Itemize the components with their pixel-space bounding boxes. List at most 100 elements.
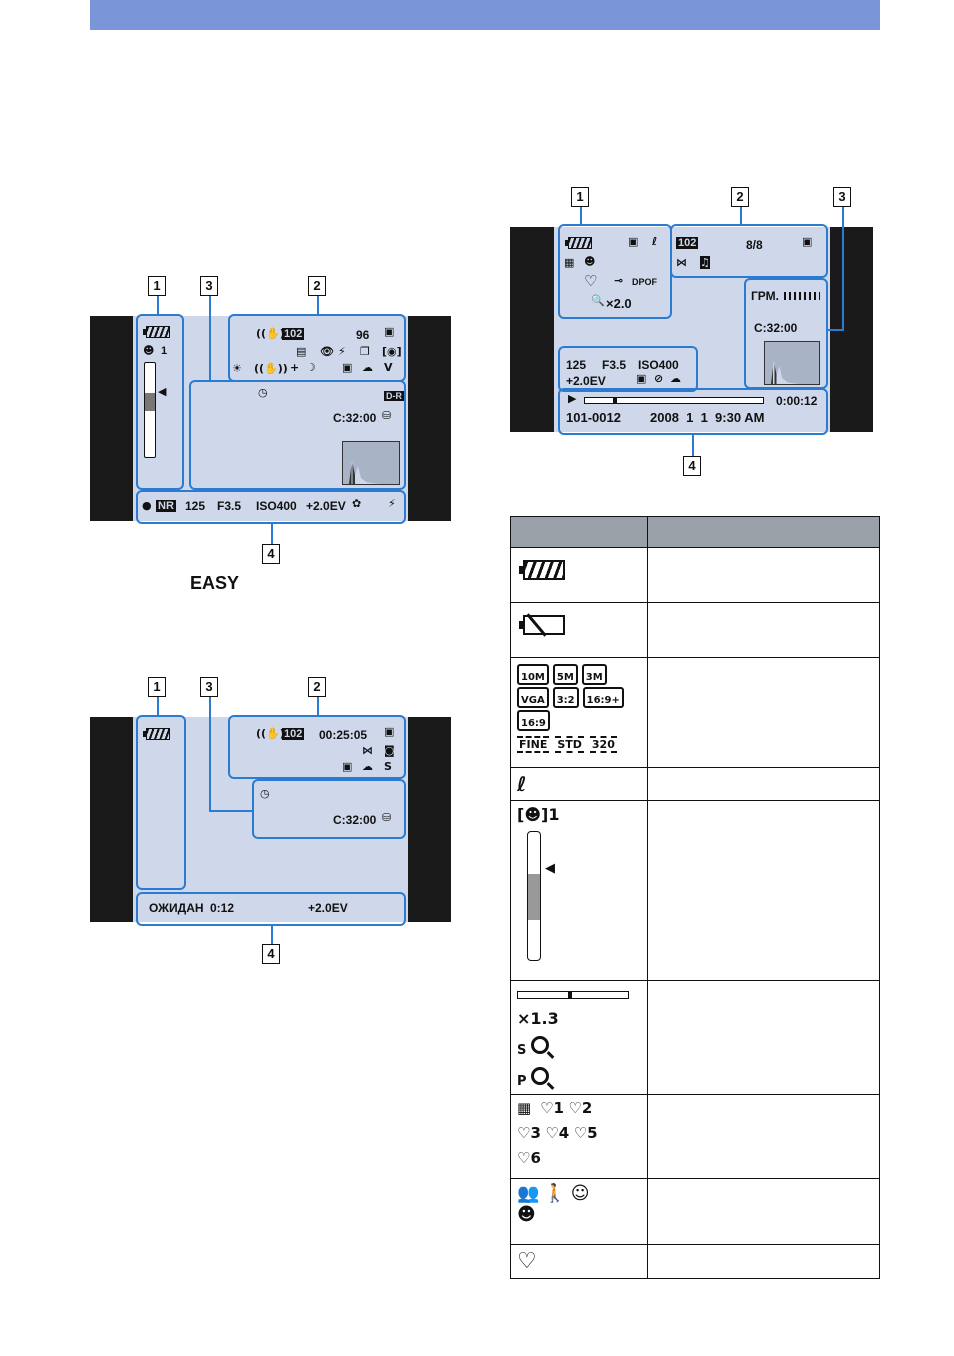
group-1-movie [136, 715, 186, 890]
image-size-vga-icon: ▣ [628, 235, 639, 248]
memory-full-icon: ⛁ [382, 409, 392, 422]
smile-shutter-icon: ☀ [232, 362, 242, 375]
quality-icon: ℓ [652, 235, 658, 248]
movie-std-icon: STD [555, 736, 584, 753]
exposure-value-play: +2.0EV [566, 374, 606, 388]
callout-3-movie: 3 [200, 677, 218, 697]
vivid-icon: V [384, 361, 393, 374]
row-quality: ℓ [510, 767, 648, 801]
calendar-icon-ref: ▦ [517, 1099, 532, 1117]
child-search-icon: 🚶 [543, 1183, 567, 1204]
size-3m-icon: 3M [581, 664, 607, 685]
callout-1-movie: 1 [148, 677, 166, 697]
easy-label: EASY [190, 573, 240, 593]
smart-zoom-label: S [517, 1043, 527, 1058]
file-number: 101-0012 [566, 410, 621, 425]
progress-bar[interactable] [584, 397, 764, 404]
callout-4-play: 4 [683, 456, 701, 476]
metering-icon-play: ▣ [636, 372, 647, 385]
table-header-meaning [647, 516, 880, 548]
callout-1-play: 1 [571, 187, 589, 207]
play-icon[interactable]: ▶ [568, 392, 577, 405]
smile-search-icon: ☻ [517, 1204, 536, 1225]
memory-card-icon-play: ▣ [802, 235, 813, 248]
zoom-scale-ref [527, 831, 541, 961]
volume-bar [784, 292, 820, 300]
callout-4-movie: 4 [262, 944, 280, 964]
aperture: F3.5 [217, 499, 242, 513]
histogram-play [764, 341, 820, 385]
face-detect-icon: ☻ [143, 344, 155, 357]
face-search-icon: ☻ [584, 255, 596, 268]
elapsed-time: 0:00:12 [776, 394, 818, 408]
movie-fine-icon: FINE [517, 736, 550, 753]
fav-6: ♡6 [517, 1149, 541, 1167]
callout-2-play: 2 [731, 187, 749, 207]
row-zoom: ×1.3 S P [510, 980, 648, 1095]
header-bar [90, 0, 880, 30]
dynamic-icon-movie: ☁ [362, 760, 373, 773]
connection-icon: ⋈ [676, 256, 687, 269]
dynamic-icon: ☁ [362, 361, 373, 374]
dro-badge: D-R [384, 391, 404, 401]
shutter-speed: 125 [185, 499, 206, 513]
iso: ISO400 [256, 499, 297, 513]
callout-2-movie: 2 [308, 677, 326, 697]
callout-3-play: 3 [833, 187, 851, 207]
callout-1: 1 [148, 276, 166, 296]
self-timer-icon: ◷ [258, 386, 268, 399]
zoom-factor: ×1.3 [517, 1009, 559, 1028]
zoom-pointer-icon: ◀ [158, 385, 167, 398]
shutter-speed-play: 125 [566, 358, 587, 372]
magnifier-icon: 🔍 [591, 294, 605, 307]
lcd-still-shooting [90, 316, 451, 521]
s-mode-icon: S [384, 760, 392, 773]
iso-play: ISO400 [638, 358, 679, 372]
row-battery [510, 547, 648, 603]
group-4a-play [558, 346, 698, 392]
size-3-2-icon: 3:2 [552, 687, 579, 708]
fav-4: ♡4 [545, 1124, 570, 1142]
fav-5: ♡5 [573, 1124, 598, 1142]
folder-number: 102 [282, 328, 305, 340]
mic-icon: ◙ [384, 744, 395, 757]
image-count: 8/8 [746, 238, 763, 252]
red-eye-icon: 👁 [320, 345, 334, 358]
movie-320-icon: 320 [589, 736, 617, 753]
group-3 [189, 380, 406, 490]
steadyshot-icon-movie: ((✋)) [256, 727, 290, 740]
precision-zoom-label: P [517, 1074, 527, 1089]
shots-remaining: 96 [356, 328, 370, 342]
metering-icon: [◉] [382, 345, 402, 358]
group-3-movie [252, 779, 406, 839]
size-5m-icon: 5M [552, 664, 578, 685]
steadyshot-mode-icon: ((✋)) [254, 362, 288, 375]
zoom-bar [144, 362, 156, 458]
quality-icon-ref: ℓ [517, 772, 527, 796]
memory-card-icon-movie: ▣ [384, 725, 395, 738]
heart-icon: ♡ [517, 1249, 537, 1274]
battery-icon-play [565, 237, 592, 249]
spot-icon: ▣ [342, 361, 353, 374]
self-timer-icon-movie: ◷ [260, 787, 270, 800]
scene-icon: ▤ [296, 345, 307, 358]
fav-2: ♡2 [568, 1099, 593, 1117]
battery-empty-icon [519, 615, 565, 635]
callout-3: 3 [200, 276, 218, 296]
calendar-icon: ▦ [564, 256, 575, 269]
exposure-value-movie: +2.0EV [308, 901, 348, 915]
playback-zoom: ×2.0 [606, 296, 632, 311]
standby-label: ОЖИДАН [149, 901, 204, 915]
group-2-play [670, 224, 828, 278]
size-vga-icon: VGA [517, 687, 549, 708]
plus-icon: + [290, 361, 300, 374]
row-favorites: ▦ ♡1 ♡2 ♡3 ♡4 ♡5 ♡6 [510, 1094, 648, 1179]
rec-elapsed: 0:12 [210, 901, 235, 915]
face-count: 1 [161, 345, 168, 357]
wind-icon: ⋈ [362, 744, 373, 757]
baby-search-icon: ☺ [570, 1183, 590, 1204]
burst-icon: ❐ [360, 345, 370, 358]
row-face-detection: [☻]1 ◀ [510, 800, 648, 981]
